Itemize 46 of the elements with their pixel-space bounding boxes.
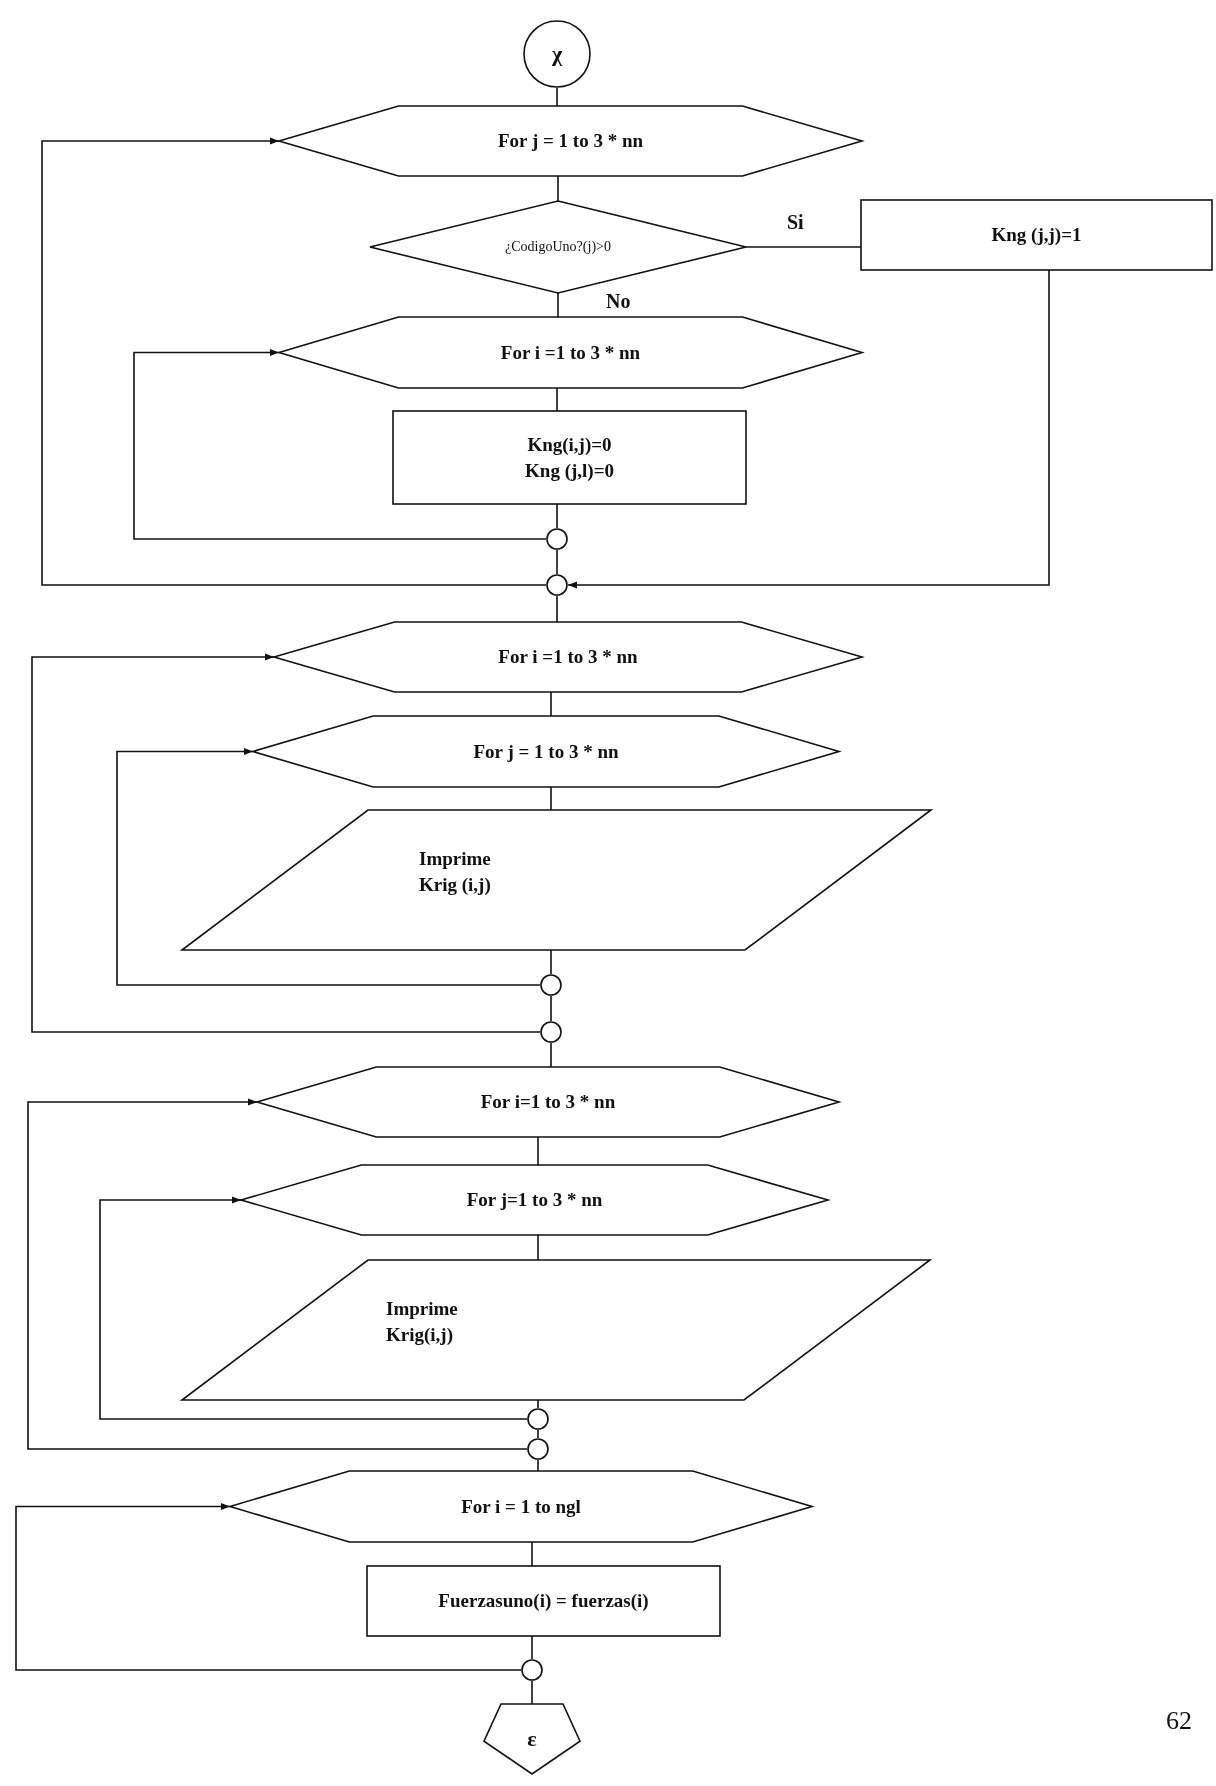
flow-line [537,1459,539,1472]
flow-line [537,1234,539,1261]
node-text: ε [527,1725,537,1754]
flow-line [550,691,552,717]
flow-line [537,1399,539,1409]
flow-line [537,1429,539,1439]
flow-line [556,87,558,107]
node-text: χ [551,40,563,69]
node-text: For i=1 to 3 * nn [480,1090,616,1115]
flow-line [531,1680,533,1705]
node-text: Kng (j,j)=1 [991,223,1082,248]
node-text: Kng (j,l)=0 [525,458,614,483]
flow-line [556,595,558,623]
node-text: For i =1 to 3 * nn [498,645,638,670]
flow-line [556,549,558,575]
flow-line [550,995,552,1022]
arrow [116,747,541,986]
flow-line [557,292,559,318]
arrow [31,653,541,1033]
flow-line [550,949,552,975]
node-text: For j = 1 to 3 * nn [497,129,644,154]
node-text: For i =1 to 3 * nn [500,340,641,365]
flow-line [531,1541,533,1567]
flow-line [550,786,552,811]
flow-line [556,503,558,529]
flow-line [557,175,559,202]
node-text: Kng(i,j)=0 [527,432,612,457]
arrow [133,348,547,540]
flow-line [537,1136,539,1166]
arrow [15,1502,522,1671]
node-text: For i = 1 to ngl [461,1494,581,1519]
page-number: 62 [1166,1706,1192,1736]
arrow [567,269,1050,589]
node-text: For j=1 to 3 * nn [466,1188,603,1213]
arrow [27,1098,528,1450]
arrow [99,1196,528,1420]
node-text: Imprime Krig (i,j) [419,847,492,897]
flow-line [745,246,862,248]
flow-line [550,1042,552,1068]
node-text: Fuerzasuno(i) = fuerzas(i) [438,1589,649,1614]
node-text: ¿CodigoUno?(j)>0 [505,237,611,256]
flow-line [531,1635,533,1660]
node-text: For j = 1 to 3 * nn [473,739,619,764]
node-text: Imprime Krig(i,j) [386,1297,459,1347]
arrow [41,137,547,586]
flow-line [556,387,558,412]
